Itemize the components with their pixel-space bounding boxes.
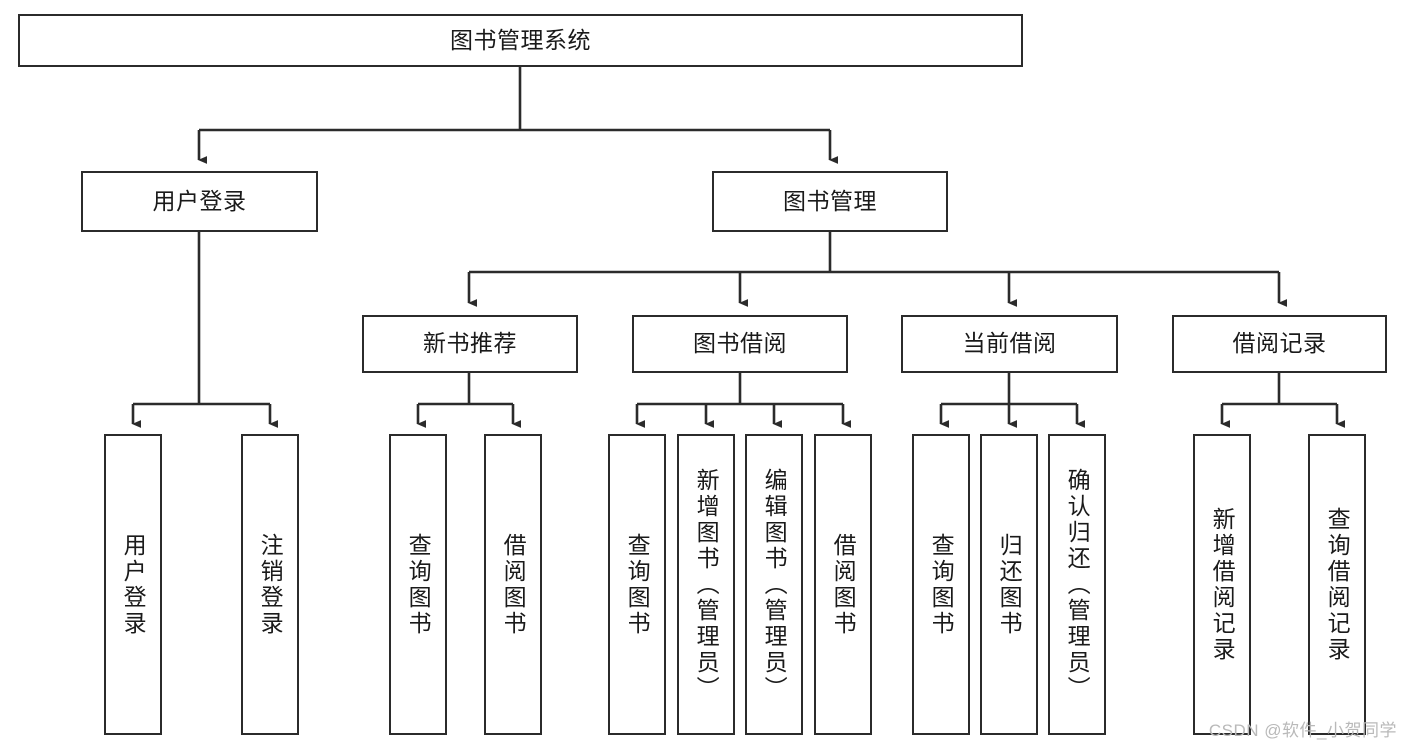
node-new-book-recommend[interactable]: 新书推荐 xyxy=(362,315,578,373)
node-current-borrow[interactable]: 当前借阅 xyxy=(901,315,1118,373)
node-leaf-borrow-book-2-label: 借阅图书 xyxy=(830,532,857,637)
node-user-login-label: 用户登录 xyxy=(152,187,247,214)
node-leaf-confirm-return-admin[interactable]: 确认归还（管理员） xyxy=(1048,434,1106,735)
node-borrow-record[interactable]: 借阅记录 xyxy=(1172,315,1387,373)
node-leaf-user-logout-label: 注销登录 xyxy=(257,532,284,637)
node-leaf-add-borrow-record[interactable]: 新增借阅记录 xyxy=(1193,434,1251,735)
node-leaf-query-borrow-record-label: 查询借阅记录 xyxy=(1324,506,1351,663)
node-leaf-query-book-1[interactable]: 查询图书 xyxy=(389,434,447,735)
node-leaf-borrow-book-1[interactable]: 借阅图书 xyxy=(484,434,542,735)
node-root-system[interactable]: 图书管理系统 xyxy=(18,14,1023,67)
node-leaf-borrow-book-1-label: 借阅图书 xyxy=(500,532,527,637)
node-borrow-record-label: 借阅记录 xyxy=(1232,330,1327,357)
node-leaf-user-logout[interactable]: 注销登录 xyxy=(241,434,299,735)
node-book-borrow-label: 图书借阅 xyxy=(693,330,787,357)
node-leaf-borrow-book-2[interactable]: 借阅图书 xyxy=(814,434,872,735)
node-leaf-confirm-return-admin-label: 确认归还（管理员） xyxy=(1064,467,1091,702)
node-book-borrow[interactable]: 图书借阅 xyxy=(632,315,848,373)
node-leaf-edit-book-admin-label: 编辑图书（管理员） xyxy=(761,467,788,702)
node-leaf-add-borrow-record-label: 新增借阅记录 xyxy=(1209,506,1236,663)
node-book-management[interactable]: 图书管理 xyxy=(712,171,948,232)
node-leaf-query-book-3[interactable]: 查询图书 xyxy=(912,434,970,735)
node-book-management-label: 图书管理 xyxy=(783,187,877,214)
node-new-book-recommend-label: 新书推荐 xyxy=(423,330,517,357)
node-leaf-query-borrow-record[interactable]: 查询借阅记录 xyxy=(1308,434,1366,735)
node-leaf-query-book-3-label: 查询图书 xyxy=(928,532,955,637)
node-root-system-label: 图书管理系统 xyxy=(450,26,591,53)
node-leaf-return-book-label: 归还图书 xyxy=(996,532,1023,637)
node-leaf-user-login-label: 用户登录 xyxy=(120,532,147,637)
node-leaf-add-book-admin-label: 新增图书（管理员） xyxy=(693,467,720,702)
node-leaf-return-book[interactable]: 归还图书 xyxy=(980,434,1038,735)
node-current-borrow-label: 当前借阅 xyxy=(962,330,1057,357)
node-leaf-user-login[interactable]: 用户登录 xyxy=(104,434,162,735)
node-leaf-query-book-2-label: 查询图书 xyxy=(624,532,651,637)
node-leaf-query-book-1-label: 查询图书 xyxy=(405,532,432,637)
node-leaf-query-book-2[interactable]: 查询图书 xyxy=(608,434,666,735)
node-leaf-edit-book-admin[interactable]: 编辑图书（管理员） xyxy=(745,434,803,735)
node-leaf-add-book-admin[interactable]: 新增图书（管理员） xyxy=(677,434,735,735)
csdn-watermark: CSDN @软件_小贺同学 xyxy=(1208,721,1397,740)
node-user-login[interactable]: 用户登录 xyxy=(81,171,318,232)
